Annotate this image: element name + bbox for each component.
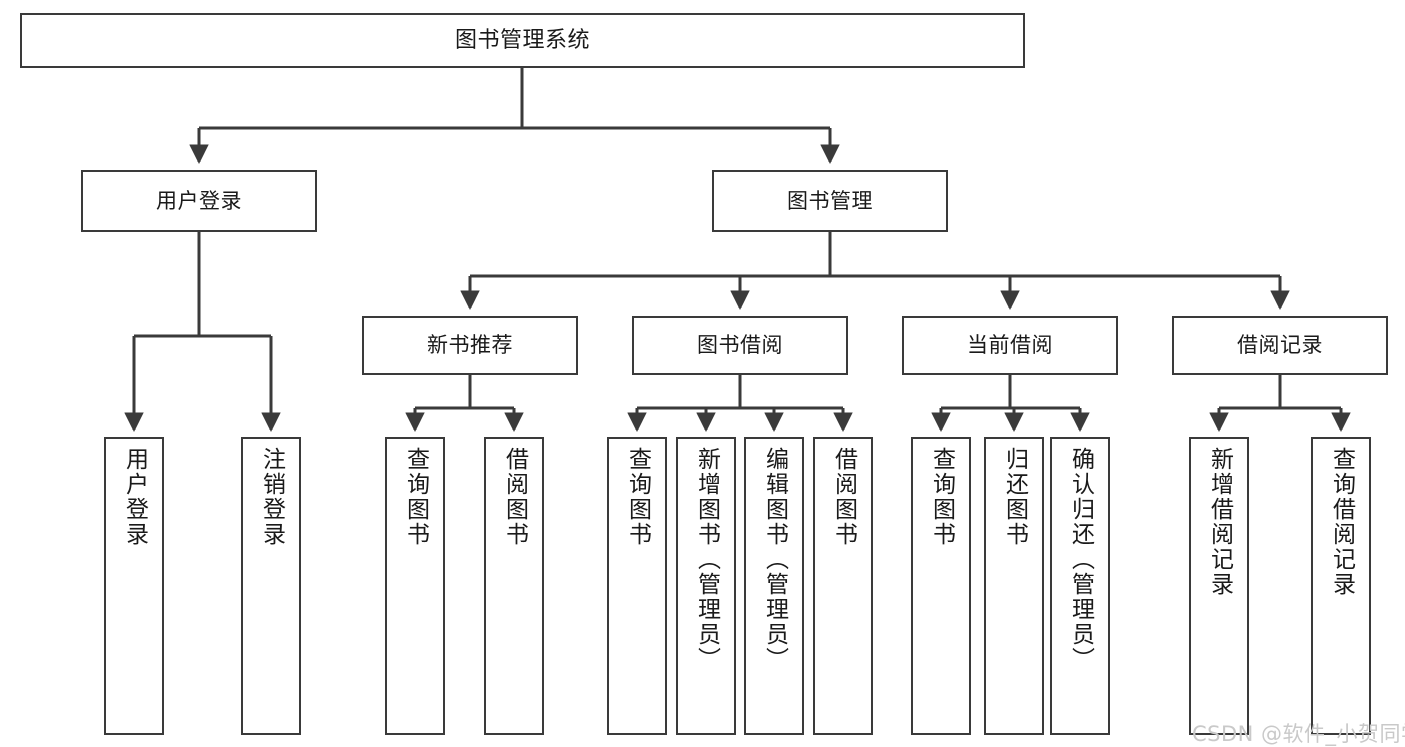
node-user-login-label: 用户登录 xyxy=(156,188,242,213)
node-user-login[interactable]: 用户登录 xyxy=(81,170,317,232)
node-book-borrow[interactable]: 图书借阅 xyxy=(632,316,848,375)
node-leaf-br-add-record[interactable]: 新增借阅记录 xyxy=(1189,437,1249,735)
node-leaf-bb-query-book-label: 查询图书 xyxy=(624,447,651,547)
node-book-manage[interactable]: 图书管理 xyxy=(712,170,948,232)
node-leaf-bb-edit-book-label: 编辑图书（管理员） xyxy=(761,447,788,672)
node-leaf-user-logout[interactable]: 注销登录 xyxy=(241,437,301,735)
node-leaf-br-query-record-label: 查询借阅记录 xyxy=(1328,447,1355,597)
node-root-label: 图书管理系统 xyxy=(454,27,590,53)
node-borrow-record-label: 借阅记录 xyxy=(1237,333,1323,358)
node-leaf-user-logout-label: 注销登录 xyxy=(258,447,285,547)
node-leaf-user-login[interactable]: 用户登录 xyxy=(104,437,164,735)
node-leaf-user-login-label: 用户登录 xyxy=(121,447,148,547)
node-new-book-rec[interactable]: 新书推荐 xyxy=(362,316,578,375)
node-leaf-bb-add-book-label: 新增图书（管理员） xyxy=(693,447,720,672)
node-leaf-cb-return-book[interactable]: 归还图书 xyxy=(984,437,1044,735)
node-leaf-bb-edit-book[interactable]: 编辑图书（管理员） xyxy=(744,437,804,735)
node-leaf-cb-confirm-return[interactable]: 确认归还（管理员） xyxy=(1050,437,1110,735)
node-leaf-bb-borrow-book-label: 借阅图书 xyxy=(830,447,857,547)
node-leaf-rec-borrow-book-label: 借阅图书 xyxy=(501,447,528,547)
node-book-manage-label: 图书管理 xyxy=(787,188,873,213)
node-leaf-cb-return-book-label: 归还图书 xyxy=(1001,447,1028,547)
node-leaf-rec-query-book[interactable]: 查询图书 xyxy=(385,437,445,735)
node-book-borrow-label: 图书借阅 xyxy=(697,333,783,358)
node-new-book-rec-label: 新书推荐 xyxy=(427,333,513,358)
node-leaf-bb-query-book[interactable]: 查询图书 xyxy=(607,437,667,735)
node-leaf-cb-query-book-label: 查询图书 xyxy=(928,447,955,547)
node-leaf-rec-query-book-label: 查询图书 xyxy=(402,447,429,547)
node-current-borrow[interactable]: 当前借阅 xyxy=(902,316,1118,375)
watermark: CSDN @软件_小贺同学 xyxy=(1192,722,1405,746)
node-current-borrow-label: 当前借阅 xyxy=(967,333,1053,358)
node-leaf-bb-add-book[interactable]: 新增图书（管理员） xyxy=(676,437,736,735)
node-leaf-bb-borrow-book[interactable]: 借阅图书 xyxy=(813,437,873,735)
node-root[interactable]: 图书管理系统 xyxy=(20,13,1025,68)
node-leaf-br-query-record[interactable]: 查询借阅记录 xyxy=(1311,437,1371,735)
node-borrow-record[interactable]: 借阅记录 xyxy=(1172,316,1388,375)
node-leaf-rec-borrow-book[interactable]: 借阅图书 xyxy=(484,437,544,735)
node-leaf-cb-confirm-return-label: 确认归还（管理员） xyxy=(1067,447,1094,672)
node-leaf-br-add-record-label: 新增借阅记录 xyxy=(1206,447,1233,597)
node-leaf-cb-query-book[interactable]: 查询图书 xyxy=(911,437,971,735)
